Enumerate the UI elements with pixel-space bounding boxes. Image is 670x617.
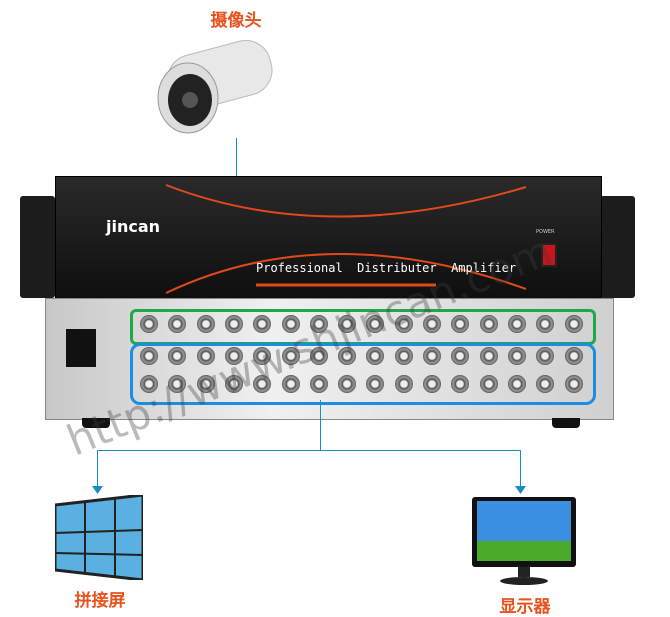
bnc-output-port [309, 375, 328, 393]
bnc-output-port [224, 347, 243, 365]
bnc-input-port [564, 315, 583, 333]
power-switch[interactable] [541, 243, 557, 267]
bnc-output-port [338, 347, 357, 365]
bnc-input-port [196, 315, 215, 333]
bnc-output-port [536, 347, 555, 365]
bnc-output-port [564, 347, 583, 365]
bnc-input-port [507, 315, 526, 333]
bnc-input-port [366, 315, 385, 333]
bnc-input-port [224, 315, 243, 333]
bnc-input-port [309, 315, 328, 333]
bnc-output-port [564, 375, 583, 393]
bnc-output-port [507, 375, 526, 393]
bnc-input-port [451, 315, 470, 333]
bnc-output-port [140, 347, 158, 365]
foot [552, 418, 580, 428]
output-ports-box [130, 343, 596, 405]
rack-ear-right [600, 196, 635, 298]
bnc-input-port [394, 315, 413, 333]
bnc-output-port [423, 347, 441, 365]
video-wall-icon [55, 495, 143, 580]
bnc-output-port [394, 347, 413, 365]
video-wall-label: 拼接屏 [74, 591, 126, 611]
bnc-output-port [196, 375, 215, 393]
bnc-input-port [168, 315, 187, 333]
monitor-label: 显示器 [499, 597, 551, 617]
bnc-output-port [366, 347, 385, 365]
bnc-input-port [338, 315, 357, 333]
bnc-output-port [281, 347, 300, 365]
rack-ear-left [20, 196, 55, 298]
bnc-output-port [338, 375, 357, 393]
bnc-output-port [536, 375, 555, 393]
bnc-output-port [394, 375, 413, 393]
bnc-output-port [423, 375, 441, 393]
bnc-output-port [479, 375, 498, 393]
bnc-output-port [507, 347, 526, 365]
bnc-output-port [168, 347, 187, 365]
bnc-input-port [536, 315, 555, 333]
rear-panel [45, 298, 614, 420]
bnc-output-port [309, 347, 328, 365]
bnc-output-port [253, 347, 272, 365]
device-title: Professional Distributer Amplifier [256, 261, 517, 275]
bnc-output-port [451, 375, 470, 393]
bnc-output-port [224, 375, 243, 393]
power-socket [66, 329, 96, 367]
bnc-input-port [253, 315, 272, 333]
bnc-output-port [281, 375, 300, 393]
bnc-input-port [281, 315, 300, 333]
bnc-output-port [479, 347, 498, 365]
bnc-output-port [140, 375, 158, 393]
bnc-input-port [140, 315, 158, 333]
bnc-output-port [451, 347, 470, 365]
bnc-input-port [479, 315, 498, 333]
bnc-output-port [253, 375, 272, 393]
bnc-output-port [196, 347, 215, 365]
power-label: POWER [536, 229, 555, 235]
monitor-icon [472, 497, 576, 585]
camera-label: 摄像头 [210, 11, 262, 31]
camera-icon [157, 39, 273, 134]
bnc-output-port [366, 375, 385, 393]
brand-logo: jincan [106, 217, 161, 236]
foot [82, 418, 110, 428]
bnc-output-port [168, 375, 187, 393]
bnc-input-port [423, 315, 441, 333]
